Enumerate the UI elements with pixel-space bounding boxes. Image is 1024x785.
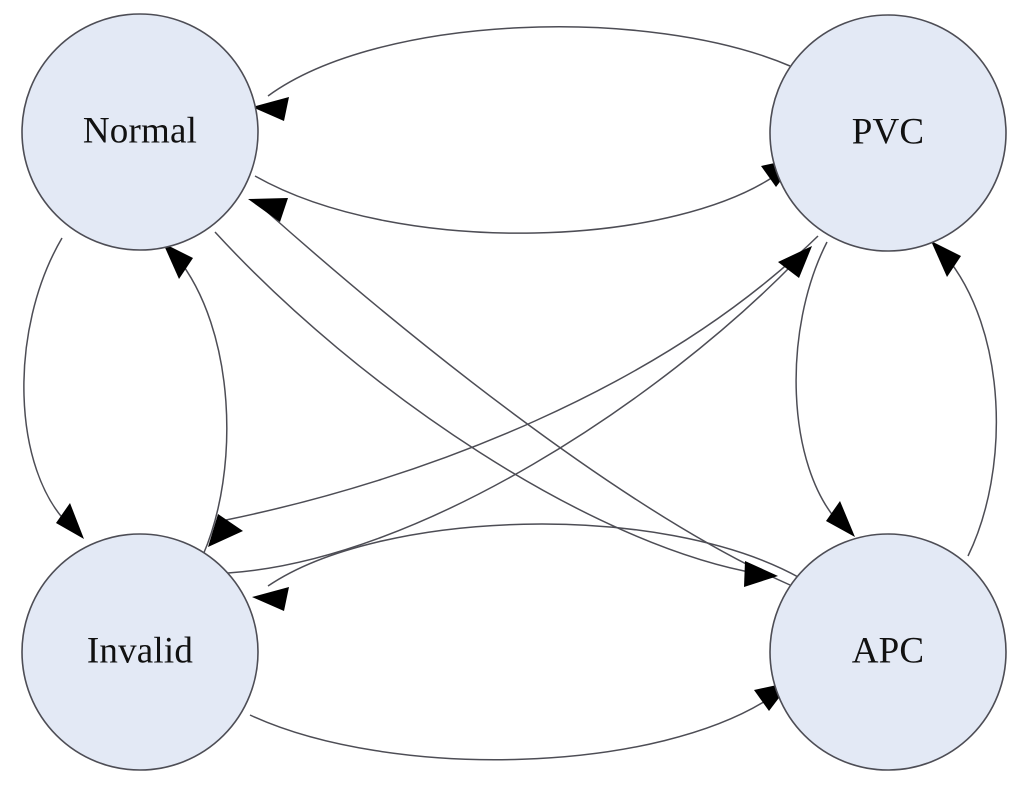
edge-apc-to-pvc bbox=[931, 241, 998, 557]
arrow-head bbox=[248, 198, 288, 222]
edge-pvc-to-normal bbox=[252, 26, 791, 121]
edge-path bbox=[225, 235, 819, 521]
edge-path bbox=[267, 523, 801, 587]
edge-pvc-to-invalid bbox=[208, 235, 819, 547]
nodes-layer: Normal PVC Invalid APC bbox=[21, 13, 1007, 771]
edge-normal-to-apc bbox=[214, 231, 778, 587]
edge-path bbox=[249, 693, 777, 761]
node-apc-circle[interactable] bbox=[769, 533, 1007, 771]
arrow-head bbox=[826, 501, 855, 537]
node-pvc[interactable]: PVC bbox=[769, 14, 1007, 252]
edge-normal-to-invalid bbox=[23, 237, 84, 539]
node-pvc-circle[interactable] bbox=[769, 14, 1007, 252]
edge-path bbox=[227, 261, 796, 574]
edge-path bbox=[795, 241, 841, 525]
arrow-head bbox=[208, 514, 243, 547]
node-apc[interactable]: APC bbox=[769, 533, 1007, 771]
edge-apc-to-invalid bbox=[252, 523, 801, 611]
edge-invalid-to-apc bbox=[249, 682, 791, 761]
node-normal-circle[interactable] bbox=[21, 13, 259, 251]
edge-invalid-to-pvc bbox=[227, 246, 812, 574]
node-normal-label: Normal bbox=[83, 110, 197, 151]
arrow-head bbox=[252, 97, 289, 121]
node-apc-label: APC bbox=[852, 630, 925, 671]
edge-path bbox=[23, 237, 71, 527]
node-normal[interactable]: Normal bbox=[21, 13, 259, 251]
edge-path bbox=[214, 231, 761, 575]
arrow-head bbox=[163, 243, 193, 279]
edge-path bbox=[175, 255, 228, 556]
edge-path bbox=[254, 169, 784, 234]
edge-invalid-to-normal bbox=[163, 243, 228, 556]
node-invalid-label: Invalid bbox=[87, 630, 194, 671]
node-invalid[interactable]: Invalid bbox=[21, 533, 259, 771]
arrow-head bbox=[744, 561, 778, 587]
edge-pvc-to-apc bbox=[795, 241, 855, 537]
edge-path bbox=[943, 253, 998, 557]
edge-apc-to-normal bbox=[248, 198, 791, 586]
arrow-head bbox=[56, 503, 84, 539]
node-invalid-circle[interactable] bbox=[21, 533, 259, 771]
edge-normal-to-pvc bbox=[254, 158, 798, 234]
arrow-head bbox=[931, 241, 961, 277]
node-pvc-label: PVC bbox=[852, 111, 925, 152]
arrow-head bbox=[252, 587, 289, 611]
edge-path bbox=[264, 209, 791, 586]
edge-path bbox=[267, 26, 791, 97]
arrow-head bbox=[778, 246, 812, 278]
edges-layer bbox=[23, 26, 998, 761]
